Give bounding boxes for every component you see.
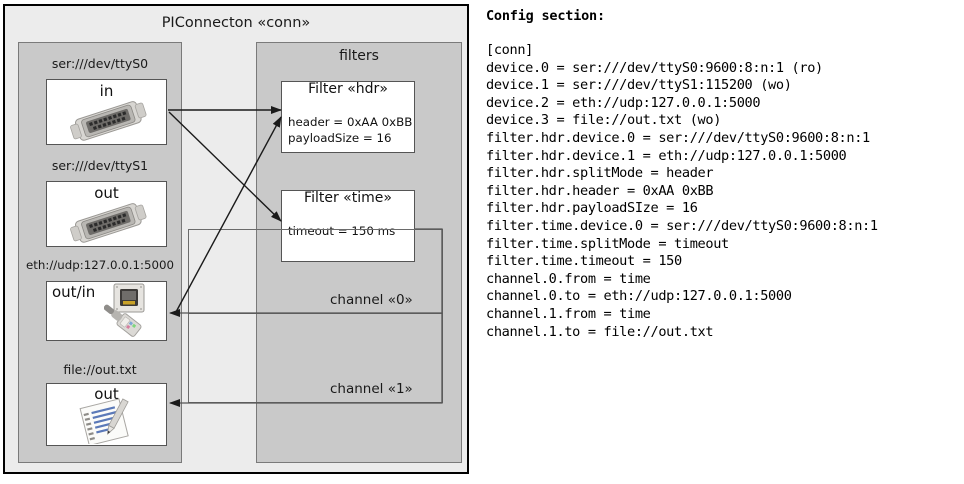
device-label-file: file://out.txt [63,362,137,377]
filter-title-time: Filter «time» [304,190,392,206]
device-label-eth: eth://udp:127.0.0.1:5000 [26,258,174,272]
serial-connector-icon [62,200,154,244]
filter-prop-hdr-header: header = 0xAA 0xBB [288,115,413,129]
filters-panel-title: filters [339,48,379,64]
config-text: [conn] device.0 = ser:///dev/ttyS0:9600:… [486,42,878,340]
text-file-icon [76,398,142,447]
device-io-eth: out/in [52,283,96,301]
filter-box-hdr[interactable] [281,81,415,153]
channel-label-0: channel «0» [330,292,413,308]
filter-title-hdr: Filter «hdr» [308,81,388,97]
device-io-ttyS1: out [94,184,119,202]
serial-connector-icon [62,98,154,142]
filter-prop-hdr-payload: payloadSize = 16 [288,131,392,145]
ethernet-connector-icon [103,282,164,340]
device-io-ttyS0: in [99,82,114,100]
device-label-ttyS0: ser:///dev/ttyS0 [51,56,149,71]
device-io-file: out [94,385,119,403]
config-heading: Config section: [486,8,605,24]
config-column: Config section: [conn] device.0 = ser://… [482,0,964,484]
diagram-title: PIConnecton «conn» [161,15,311,31]
channel-label-1: channel «1» [330,381,413,397]
device-label-ttyS1: ser:///dev/ttyS1 [51,158,149,173]
